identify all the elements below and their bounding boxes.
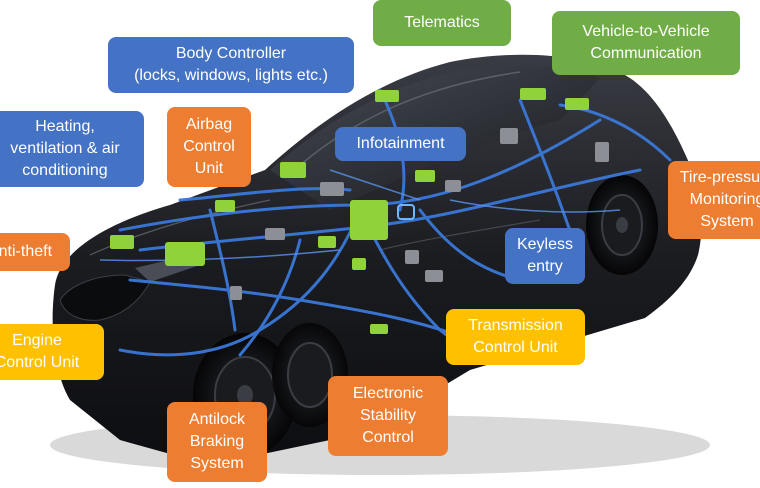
module-dash-2 [318,236,336,248]
module-dash-1 [215,200,235,212]
label-body-controller: Body Controller (locks, windows, lights … [108,37,354,93]
module-engine [165,242,205,266]
car-roof-line [299,71,521,166]
car-hood-highlight [89,199,271,256]
module-v2v [565,98,589,110]
car-grille [59,274,151,321]
label-infotainment: Infotainment [335,127,466,161]
module-body [375,90,399,102]
label-esc: Electronic Stability Control [328,376,448,456]
label-abs: Antilock Braking System [167,402,267,482]
module-airbag [280,162,306,178]
label-transmission: Transmission Control Unit [446,309,585,365]
label-airbag: Airbag Control Unit [167,107,251,187]
label-hvac: Heating, ventilation & air conditioning [0,111,144,187]
label-engine: Engine Control Unit [0,324,104,380]
label-telematics: Telematics [373,0,511,46]
car-door-line [379,219,541,251]
label-anti-theft: Anti-theft [0,233,70,271]
rear-wheel [586,175,658,275]
module-telematics [520,88,546,100]
label-tpms: Tire-pressure Monitoring System [668,161,760,239]
control-modules [110,88,589,334]
wiring-thin [99,169,621,262]
label-v2v: Vehicle-to-Vehicle Communication [552,11,740,75]
module-rear [370,324,388,334]
module-floor [352,258,366,270]
module-seat [415,170,435,182]
module-hvac [110,235,134,249]
module-infotainment [350,200,388,240]
grey-components [230,128,609,300]
label-keyless: Keyless entry [505,228,585,284]
module-keyless-antenna [397,204,415,220]
